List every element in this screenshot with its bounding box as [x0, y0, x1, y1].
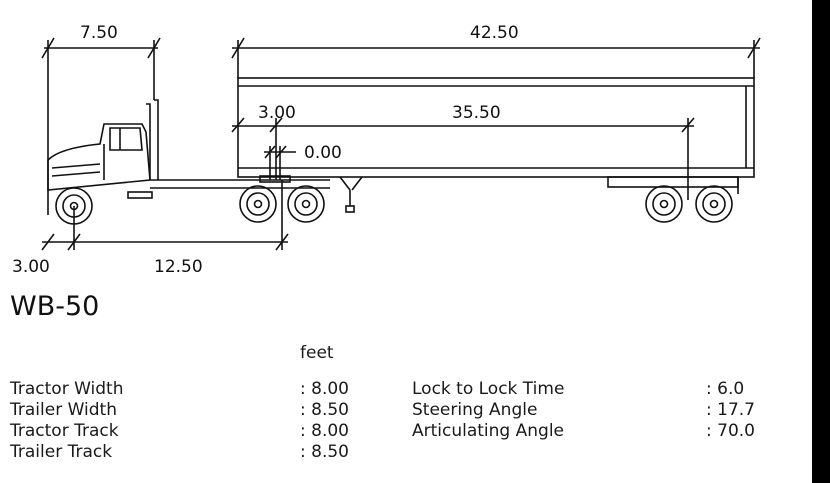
drive-wheel-2 — [287, 185, 325, 223]
spec-label: Tractor Track — [10, 421, 119, 441]
spec-label: Tractor Width — [10, 379, 124, 399]
dim-kingpin-axle: 35.50 — [452, 103, 501, 123]
spec-value: : 6.0 — [706, 379, 745, 399]
vehicle-title: WB-50 — [10, 291, 100, 322]
dim-cab-length: 7.50 — [80, 23, 118, 43]
dim-fifth-wheel: 0.00 — [304, 143, 342, 163]
trailer-box — [237, 77, 755, 178]
scrollbar[interactable] — [812, 0, 830, 483]
dim-kingpin-front: 3.00 — [258, 103, 296, 123]
tractor-body — [47, 99, 330, 199]
units-label: feet — [300, 343, 334, 363]
specs-right-labels: Lock to Lock Time Steering Angle Articul… — [412, 379, 564, 442]
specs-right-values: : 6.0 : 17.7 : 70.0 — [706, 379, 755, 442]
spec-label: Trailer Track — [10, 442, 113, 462]
spec-value: : 8.00 — [300, 379, 349, 399]
spec-label: Trailer Width — [10, 400, 117, 420]
trailer-wheel-2 — [695, 185, 733, 223]
trailer-wheel-1 — [645, 185, 683, 223]
spec-value: : 17.7 — [706, 400, 755, 420]
vehicle-drawing: 7.50 42.50 3.00 35.50 0.00 3.00 12.50 — [12, 23, 761, 277]
spec-value: : 8.50 — [300, 442, 349, 462]
specs-left-values: : 8.00 : 8.50 : 8.00 : 8.50 — [300, 379, 349, 463]
dim-trailer-length: 42.50 — [470, 23, 519, 43]
spec-value: : 8.00 — [300, 421, 349, 441]
spec-value: : 70.0 — [706, 421, 755, 441]
dim-wheelbase: 12.50 — [154, 257, 203, 277]
spec-label: Articulating Angle — [412, 421, 565, 441]
drive-wheel-1 — [239, 185, 277, 223]
specs-left-labels: Tractor Width Trailer Width Tractor Trac… — [10, 379, 124, 463]
dim-front-overhang: 3.00 — [12, 257, 50, 277]
spec-label: Steering Angle — [412, 400, 538, 420]
spec-value: : 8.50 — [300, 400, 349, 420]
spec-label: Lock to Lock Time — [412, 379, 565, 399]
